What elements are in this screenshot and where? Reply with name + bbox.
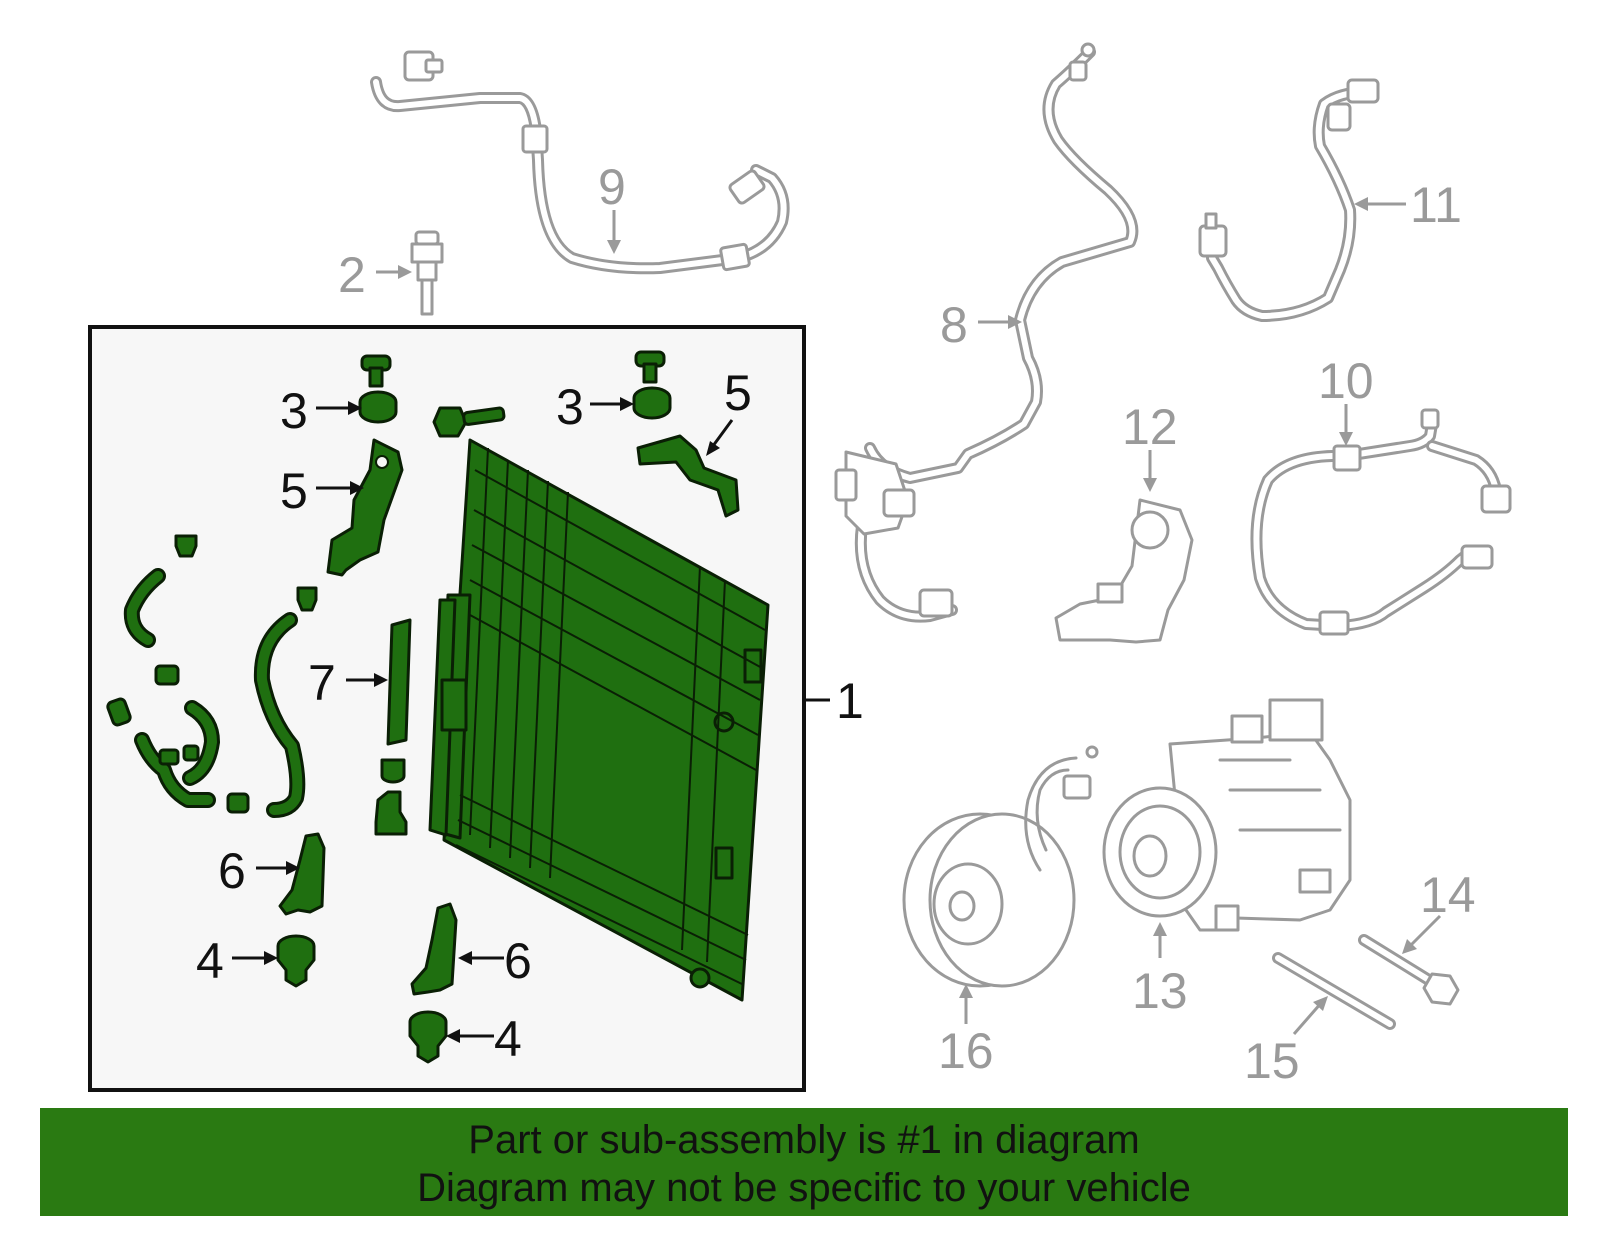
callout-6-right: 6 bbox=[504, 933, 532, 989]
callout-2: 2 bbox=[338, 247, 366, 303]
bolt-part[interactable] bbox=[432, 406, 506, 438]
callout-12: 12 bbox=[1122, 399, 1178, 455]
callout-3-left: 3 bbox=[280, 383, 308, 439]
pressure-sensor-part-2 bbox=[410, 230, 444, 316]
callout-7: 7 bbox=[308, 655, 336, 711]
hose-part-left-upper[interactable] bbox=[123, 534, 198, 648]
callout-10: 10 bbox=[1318, 353, 1374, 409]
clutch-pulley-part-16 bbox=[902, 745, 1099, 988]
bracket-part-6-right[interactable] bbox=[410, 902, 458, 996]
info-banner: Part or sub-assembly is #1 in diagram Di… bbox=[40, 1108, 1568, 1216]
hose-part-8 bbox=[834, 42, 1139, 623]
bracket-part-12 bbox=[1054, 498, 1194, 644]
banner-line-1: Part or sub-assembly is #1 in diagram bbox=[468, 1118, 1140, 1162]
callout-1: 1 bbox=[836, 673, 864, 729]
callout-4-left: 4 bbox=[196, 933, 224, 989]
callout-14: 14 bbox=[1420, 867, 1476, 923]
hose-part-11 bbox=[1198, 78, 1380, 322]
callout-5-right: 5 bbox=[724, 365, 752, 421]
bracket-part-5-right[interactable] bbox=[636, 434, 740, 518]
clip-part-4-left[interactable] bbox=[276, 934, 316, 988]
pipe-fitting-part-left[interactable] bbox=[106, 664, 250, 814]
banner-line-2: Diagram may not be specific to your vehi… bbox=[417, 1166, 1191, 1210]
bracket-part-5-left[interactable] bbox=[326, 438, 404, 577]
callout-5-left: 5 bbox=[280, 463, 308, 519]
clip-part-4-right[interactable] bbox=[408, 1010, 448, 1064]
bolt-part-14 bbox=[1358, 934, 1460, 1006]
stud-part-15 bbox=[1272, 952, 1396, 1030]
compressor-part-13 bbox=[1102, 698, 1352, 932]
callout-9: 9 bbox=[598, 159, 626, 215]
callout-6-left: 6 bbox=[218, 843, 246, 899]
grommet-part-left[interactable] bbox=[358, 354, 398, 424]
callout-11: 11 bbox=[1410, 177, 1462, 233]
callout-8: 8 bbox=[940, 297, 968, 353]
callout-16: 16 bbox=[938, 1023, 994, 1079]
hose-part-9 bbox=[370, 50, 790, 275]
callout-4-right: 4 bbox=[494, 1011, 522, 1067]
receiver-part-7[interactable] bbox=[374, 618, 412, 836]
callout-15: 15 bbox=[1244, 1033, 1300, 1089]
grommet-part-right[interactable] bbox=[632, 350, 672, 420]
bracket-part-6-left[interactable] bbox=[278, 832, 326, 916]
condenser-part[interactable] bbox=[428, 438, 770, 1002]
callout-arrows bbox=[232, 197, 1442, 1043]
hose-part-center[interactable] bbox=[253, 586, 318, 818]
callout-3-right: 3 bbox=[556, 379, 584, 435]
condenser-fins bbox=[455, 447, 766, 986]
callout-13: 13 bbox=[1132, 963, 1188, 1019]
hose-part-10 bbox=[1250, 408, 1512, 636]
